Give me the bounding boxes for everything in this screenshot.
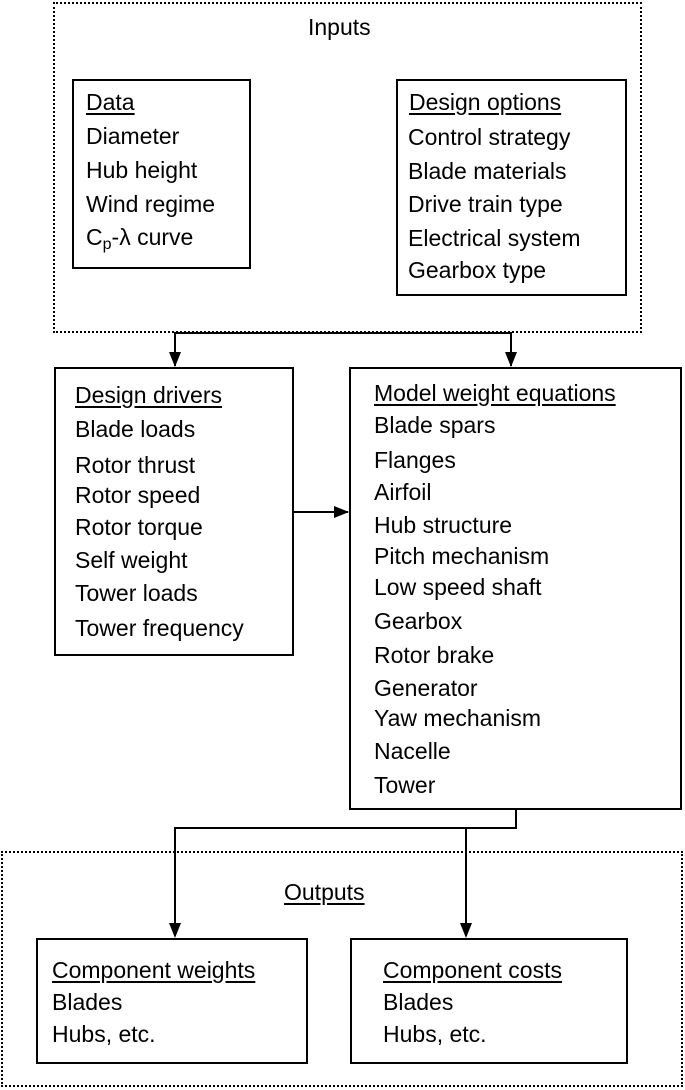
- option-blade-materials: Blade materials: [408, 158, 567, 184]
- cp-subscript: p: [102, 236, 112, 253]
- data-heading: Data: [86, 89, 135, 115]
- costs-item-hubs: Hubs, etc.: [383, 1021, 487, 1047]
- model-item-flanges: Flanges: [374, 447, 456, 473]
- driver-rotor-thrust: Rotor thrust: [75, 452, 196, 478]
- driver-rotor-speed: Rotor speed: [75, 482, 201, 508]
- option-drive-train-type: Drive train type: [408, 191, 563, 217]
- inputs-split-line: [174, 332, 512, 366]
- cp-base: C: [86, 224, 103, 250]
- data-item-diameter: Diameter: [86, 123, 180, 149]
- component-weights-box: [36, 938, 308, 1064]
- option-electrical-system: Electrical system: [408, 225, 581, 251]
- component-costs-heading: Component costs: [383, 957, 562, 983]
- design-drivers-box: [54, 367, 294, 656]
- cp-rest: -λ curve: [111, 224, 194, 250]
- model-to-outputs-line: [174, 810, 517, 936]
- arrowhead-drivers-to-model: [334, 506, 349, 518]
- option-control-strategy: Control strategy: [408, 124, 571, 150]
- arrowhead-to-weights: [169, 923, 181, 938]
- model-weight-equations-box: [349, 367, 682, 810]
- data-item-wind-regime: Wind regime: [86, 191, 216, 217]
- model-item-hub-structure: Hub structure: [374, 512, 513, 538]
- inputs-title: Inputs: [308, 14, 371, 40]
- data-item-cp-curve: Cp-λ curve: [86, 224, 193, 254]
- driver-rotor-torque: Rotor torque: [75, 514, 203, 540]
- model-item-gearbox: Gearbox: [374, 608, 463, 634]
- option-gearbox-type: Gearbox type: [408, 257, 547, 283]
- model-item-nacelle: Nacelle: [374, 738, 451, 764]
- driver-tower-frequency: Tower frequency: [75, 615, 244, 641]
- model-item-yaw-mechanism: Yaw mechanism: [374, 705, 542, 731]
- driver-self-weight: Self weight: [75, 547, 188, 573]
- outputs-group: [1, 851, 683, 1087]
- arrowhead-to-model: [505, 352, 517, 367]
- model-weight-equations-heading: Model weight equations: [374, 380, 616, 406]
- model-item-tower: Tower: [374, 772, 436, 798]
- design-options-box: [396, 79, 627, 296]
- component-costs-box: [350, 938, 628, 1064]
- design-drivers-heading: Design drivers: [75, 382, 222, 408]
- driver-tower-loads: Tower loads: [75, 580, 198, 606]
- model-item-generator: Generator: [374, 675, 478, 701]
- model-item-airfoil: Airfoil: [374, 479, 432, 505]
- weights-item-hubs: Hubs, etc.: [52, 1021, 156, 1047]
- model-item-low-speed-shaft: Low speed shaft: [374, 574, 542, 600]
- data-box: [72, 79, 251, 269]
- data-item-hub-height: Hub height: [86, 157, 198, 183]
- weights-item-blades: Blades: [52, 989, 123, 1015]
- outputs-title: Outputs: [284, 879, 365, 905]
- arrowhead-to-drivers: [169, 352, 181, 367]
- costs-item-blades: Blades: [383, 989, 454, 1015]
- arrowhead-to-costs: [460, 923, 472, 938]
- model-item-rotor-brake: Rotor brake: [374, 642, 495, 668]
- component-weights-heading: Component weights: [52, 957, 256, 983]
- model-item-pitch-mechanism: Pitch mechanism: [374, 543, 550, 569]
- driver-blade-loads: Blade loads: [75, 416, 196, 442]
- design-options-heading: Design options: [409, 89, 562, 115]
- model-item-blade-spars: Blade spars: [374, 412, 496, 438]
